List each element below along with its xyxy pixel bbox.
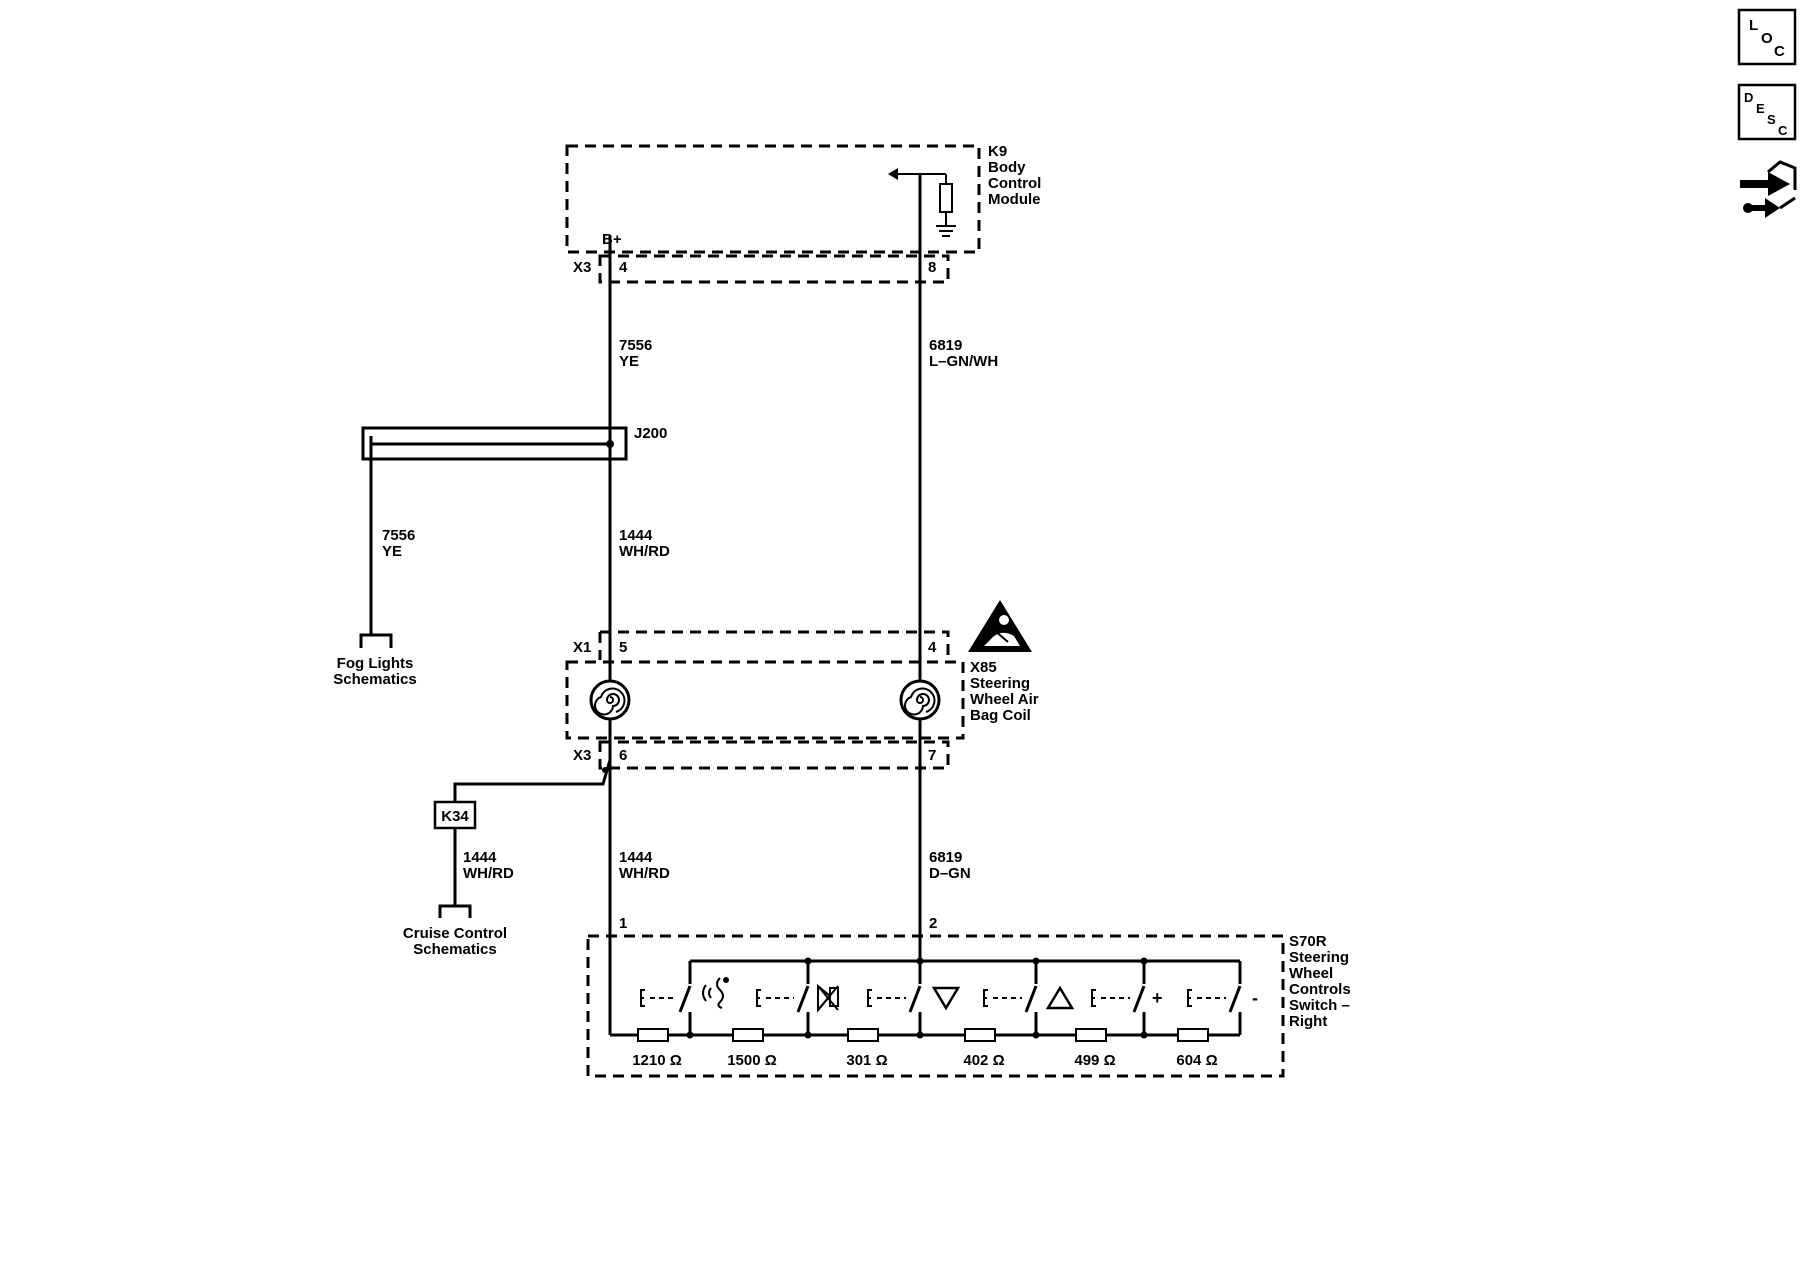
k9-label-line1: K9 bbox=[988, 143, 1007, 160]
svg-text:WH/RD: WH/RD bbox=[619, 865, 670, 882]
wire-label-1444-low: 1444 WH/RD bbox=[619, 849, 670, 882]
k34-label: K34 bbox=[441, 808, 469, 825]
k9-label-line3: Control bbox=[988, 175, 1041, 192]
wire-label-1444-mid: 1444 WH/RD bbox=[619, 527, 670, 560]
x1-pin-4: 4 bbox=[928, 639, 937, 656]
resistor-label-4: 402 Ω bbox=[963, 1052, 1004, 1069]
svg-text:D–GN: D–GN bbox=[929, 865, 971, 882]
coil-right bbox=[899, 679, 941, 721]
x85-label-line1: X85 bbox=[970, 659, 997, 676]
k9-pin-4: 4 bbox=[619, 259, 628, 276]
k9-label-line2: Body bbox=[988, 159, 1026, 176]
svg-text:1444: 1444 bbox=[619, 527, 653, 544]
k9-x3-label: X3 bbox=[573, 259, 591, 276]
x3-pin-7: 7 bbox=[928, 747, 936, 764]
resistor-label-6: 604 Ω bbox=[1176, 1052, 1217, 1069]
svg-text:WH/RD: WH/RD bbox=[463, 865, 514, 882]
resistor-label-1: 1210 Ω bbox=[632, 1052, 682, 1069]
svg-text:6819: 6819 bbox=[929, 337, 962, 354]
switch-4 bbox=[980, 984, 1046, 1013]
s70r-switch-module: 1 2 S70R Steering Wheel Controls Switch … bbox=[586, 915, 1351, 1078]
wire-label-6819-low: 6819 D–GN bbox=[929, 849, 971, 882]
s70r-label-line6: Right bbox=[1289, 1013, 1327, 1030]
wire-label-1444-k34: 1444 WH/RD bbox=[463, 849, 514, 882]
svg-text:YE: YE bbox=[382, 543, 402, 560]
k9-label-line4: Module bbox=[988, 191, 1041, 208]
seek-down-icon bbox=[931, 986, 961, 1011]
wire-label-7556-main: 7556 YE bbox=[619, 337, 652, 370]
k9-body-control-module: K9 Body Control Module B+ bbox=[565, 143, 1041, 254]
voice-recognition-icon bbox=[702, 977, 729, 1009]
svg-text:WH/RD: WH/RD bbox=[619, 543, 670, 560]
x85-x3-label: X3 bbox=[573, 747, 591, 764]
seek-up-icon bbox=[1045, 985, 1075, 1010]
wire-label-6819-top: 6819 L–GN/WH bbox=[929, 337, 998, 370]
x85-x3-connector: X3 6 7 bbox=[573, 740, 950, 770]
k34-module[interactable]: K34 bbox=[433, 800, 477, 830]
airbag-warning-icon bbox=[968, 600, 1032, 652]
desc-letter-s: S bbox=[1767, 112, 1776, 127]
loc-letter-o: O bbox=[1761, 30, 1773, 47]
switch-2 bbox=[752, 984, 818, 1013]
switch-5 bbox=[1088, 984, 1154, 1013]
cruise-ref-line2: Schematics bbox=[413, 941, 496, 958]
fog-lights-reference[interactable]: Fog Lights Schematics bbox=[333, 633, 417, 688]
x85-label-line4: Bag Coil bbox=[970, 707, 1031, 724]
j200-label: J200 bbox=[634, 425, 667, 442]
s70r-label-line3: Wheel bbox=[1289, 965, 1333, 982]
resistor-label-2: 1500 Ω bbox=[727, 1052, 777, 1069]
s70-pin-1: 1 bbox=[619, 915, 627, 932]
svg-text:7556: 7556 bbox=[619, 337, 652, 354]
loc-button[interactable]: L O C bbox=[1737, 8, 1797, 66]
svg-text:1444: 1444 bbox=[619, 849, 653, 866]
s70-pin-2: 2 bbox=[929, 915, 937, 932]
s70r-label-line4: Controls bbox=[1289, 981, 1351, 998]
k9-supply-label: B+ bbox=[602, 231, 622, 248]
mute-icon bbox=[817, 983, 839, 1013]
desc-letter-c: C bbox=[1778, 123, 1788, 138]
svg-text:1444: 1444 bbox=[463, 849, 497, 866]
resistor-label-3: 301 Ω bbox=[846, 1052, 887, 1069]
x85-x1-connector: X1 5 4 bbox=[573, 630, 950, 660]
x85-steering-wheel-air-bag-coil: X85 Steering Wheel Air Bag Coil bbox=[565, 659, 1039, 740]
x1-pin-5: 5 bbox=[619, 639, 627, 656]
s70r-label-line5: Switch – bbox=[1289, 997, 1350, 1014]
desc-letter-d: D bbox=[1744, 90, 1753, 105]
fog-ref-line2: Schematics bbox=[333, 671, 416, 688]
loc-letter-l: L bbox=[1749, 17, 1758, 34]
volume-down-symbol: - bbox=[1252, 988, 1258, 1008]
coil-left bbox=[589, 679, 631, 721]
svg-text:L–GN/WH: L–GN/WH bbox=[929, 353, 998, 370]
desc-button[interactable]: D E S C bbox=[1737, 83, 1797, 141]
k9-x3-connector: X3 4 8 bbox=[573, 254, 950, 284]
switch-1 bbox=[640, 984, 700, 1013]
x85-label-line3: Wheel Air bbox=[970, 691, 1039, 708]
resistors bbox=[637, 1028, 1209, 1042]
svg-text:7556: 7556 bbox=[382, 527, 415, 544]
loc-letter-c: C bbox=[1774, 43, 1785, 60]
desc-letter-e: E bbox=[1756, 101, 1765, 116]
k9-pin-8: 8 bbox=[928, 259, 936, 276]
s70r-label-line1: S70R bbox=[1289, 933, 1327, 950]
svg-text:YE: YE bbox=[619, 353, 639, 370]
fog-ref-line1: Fog Lights bbox=[337, 655, 414, 672]
x3-pin-6: 6 bbox=[619, 747, 627, 764]
cruise-control-reference[interactable]: Cruise Control Schematics bbox=[403, 904, 507, 958]
volume-up-symbol: + bbox=[1152, 988, 1163, 1008]
wire-label-7556-branch: 7556 YE bbox=[382, 527, 415, 560]
switch-3 bbox=[862, 984, 930, 1013]
k34-branch bbox=[453, 759, 612, 802]
connector-views-icon[interactable] bbox=[1738, 158, 1798, 220]
switch-6 bbox=[1184, 984, 1250, 1013]
svg-text:6819: 6819 bbox=[929, 849, 962, 866]
x85-label-line2: Steering bbox=[970, 675, 1030, 692]
cruise-ref-line1: Cruise Control bbox=[403, 925, 507, 942]
s70r-label-line2: Steering bbox=[1289, 949, 1349, 966]
resistor-label-5: 499 Ω bbox=[1074, 1052, 1115, 1069]
x85-x1-label: X1 bbox=[573, 639, 591, 656]
j200-splice: J200 bbox=[361, 425, 667, 635]
